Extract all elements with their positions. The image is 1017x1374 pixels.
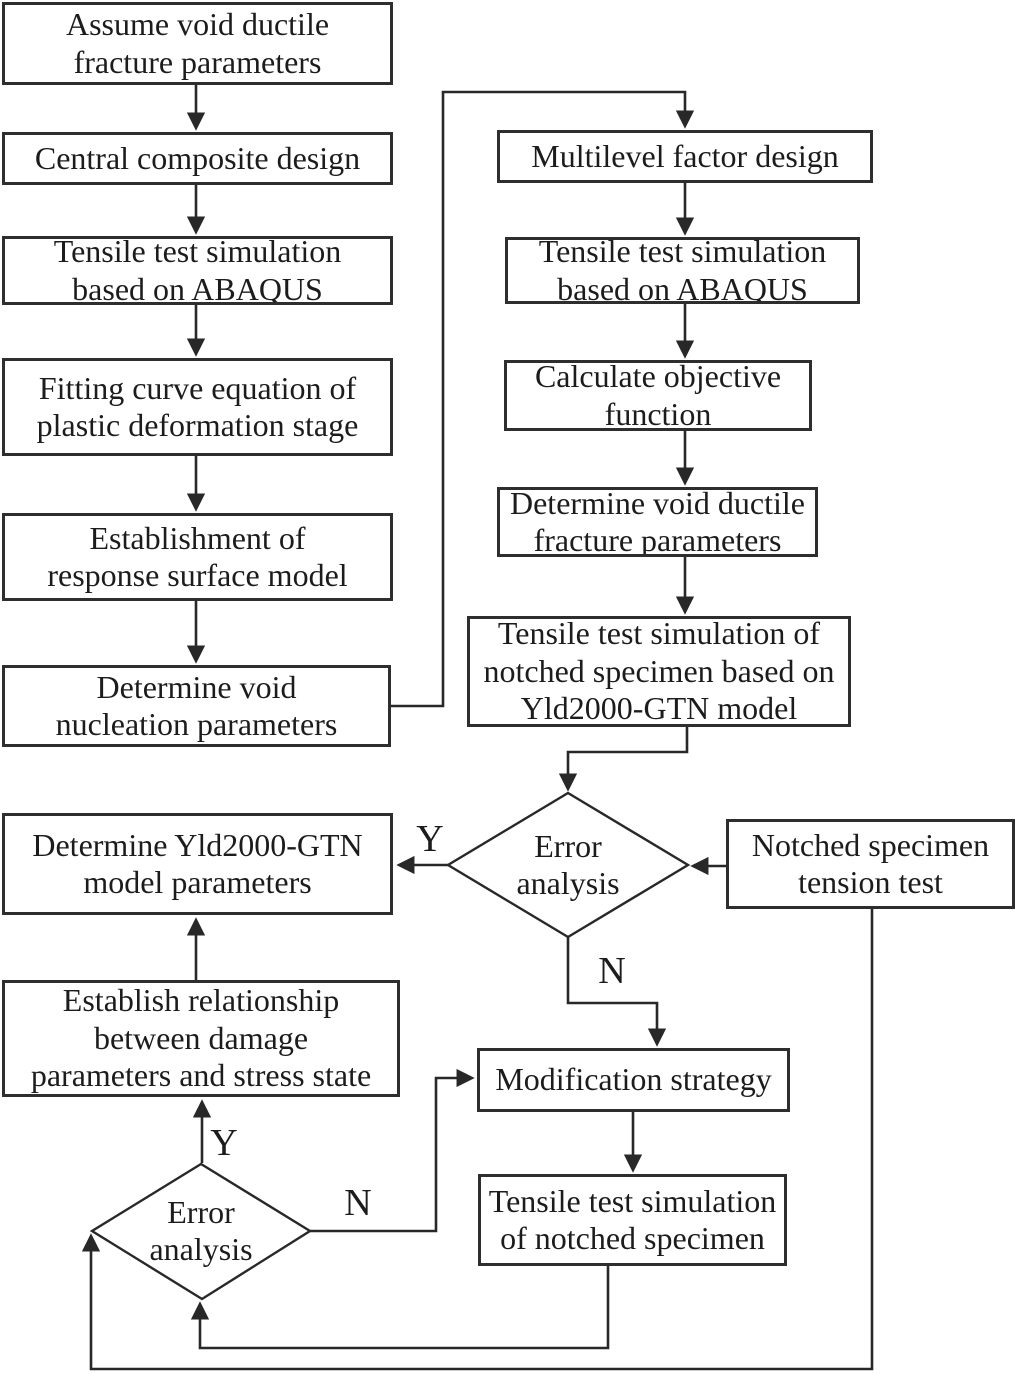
edge-notched-yld-to-error1 (558, 727, 689, 792)
tensile-abaqus-left-box: Tensile test simulation based on ABAQUS (2, 236, 393, 305)
error-analysis-2-diamond (89, 1162, 313, 1301)
edge-nucleation-to-multilevel (391, 90, 695, 708)
error2-no-label: N (344, 1182, 372, 1224)
multilevel-design-box: Multilevel factor design (497, 130, 873, 183)
notched-tension-test-box: Notched specimen tension test (726, 819, 1015, 909)
central-composite-design-box: Central composite design (2, 132, 393, 185)
edge-notched-tension-to-error2 (81, 909, 874, 1371)
void-fracture-params-box: Determine void ductile fracture paramete… (497, 487, 818, 557)
error1-yes-label: Y (416, 818, 444, 860)
assume-fracture-params-box: Assume void ductile fracture parameters (2, 2, 393, 85)
void-nucleation-box: Determine void nucleation parameters (2, 665, 391, 747)
damage-stress-relation-box: Establish relationship between damage pa… (2, 980, 400, 1097)
error2-yes-label: Y (210, 1122, 238, 1164)
fitting-curve-box: Fitting curve equation of plastic deform… (2, 358, 393, 456)
error-analysis-2-label: Error analysis (149, 1193, 253, 1267)
tensile-notched-box: Tensile test simulation of notched speci… (478, 1174, 787, 1266)
tensile-abaqus-right-box: Tensile test simulation based on ABAQUS (505, 237, 860, 304)
edge-error1-no-to-modification (566, 937, 667, 1047)
edge-tensile-notched-to-error2 (190, 1266, 610, 1350)
error-analysis-1-diamond (445, 791, 691, 939)
error-analysis-1-label: Error analysis (516, 827, 620, 901)
modification-strategy-box: Modification strategy (477, 1048, 790, 1112)
edge-error2-no-to-modification (310, 1068, 475, 1233)
error1-no-label: N (598, 950, 626, 992)
tensile-notched-yld-box: Tensile test simulation of notched speci… (467, 616, 851, 727)
yld-model-params-box: Determine Yld2000-GTN model parameters (2, 813, 393, 915)
response-surface-box: Establishment of response surface model (2, 513, 393, 601)
objective-function-box: Calculate objective function (504, 360, 812, 431)
